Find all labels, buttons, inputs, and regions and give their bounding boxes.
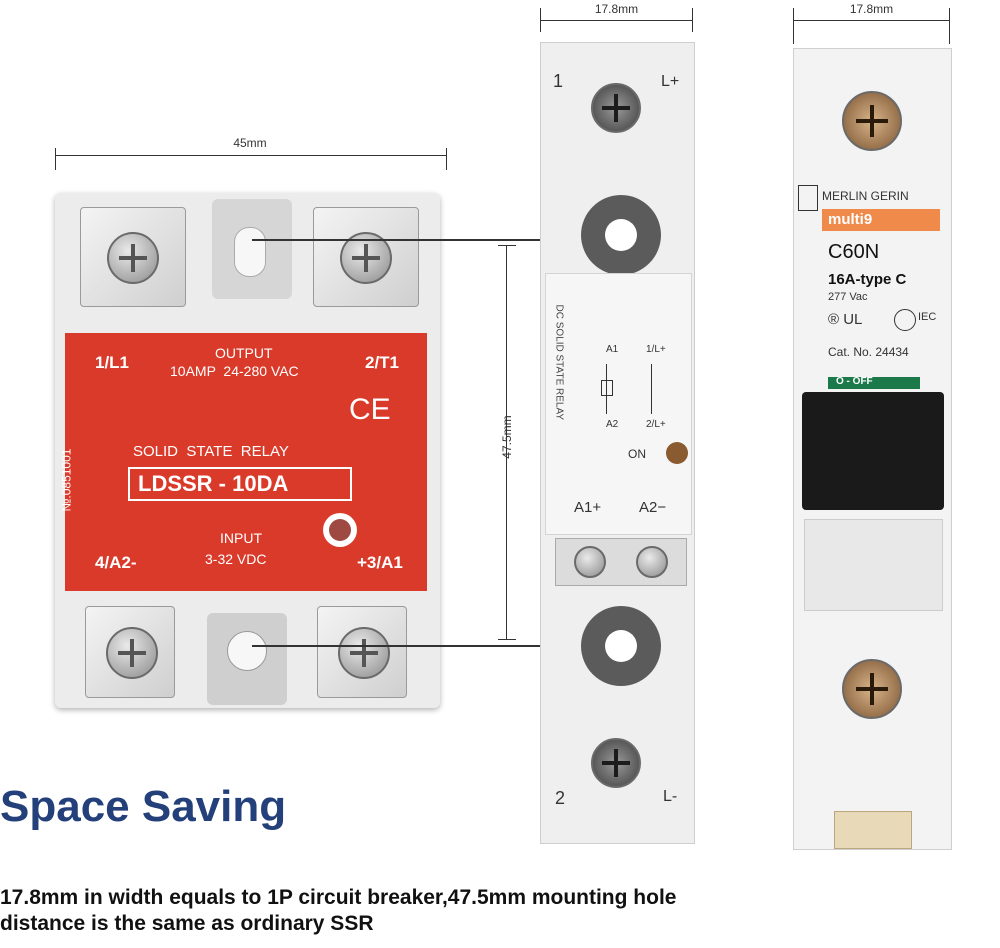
ul-cert-icon: ® UL — [828, 311, 863, 328]
mount-slot-bottom — [207, 613, 287, 705]
din-width-dimension: 17.8mm — [540, 0, 693, 32]
ssr-indicator-led — [323, 513, 357, 547]
merlin-gerin-logo — [798, 185, 818, 211]
breaker-model: C60N — [828, 241, 880, 263]
breaker-series: multi9 — [828, 211, 873, 228]
caption-line-1: 17.8mm in width equals to 1P circuit bre… — [0, 886, 677, 909]
ssr-label-panel: 1/L1 OUTPUT 10AMP 24-280 VAC 2/T1 CE №.0… — [59, 333, 427, 591]
screw-icon — [842, 659, 902, 719]
breaker-state-window: O - OFF — [828, 376, 920, 389]
din-top-left-label: 1 — [553, 71, 564, 91]
din-a2-minus-label: A2− — [639, 499, 667, 516]
ssr-module: 1/L1 OUTPUT 10AMP 24-280 VAC 2/T1 CE №.0… — [55, 193, 440, 708]
screw-icon — [636, 546, 668, 578]
breaker-rating: 16A-type C — [828, 271, 907, 288]
din-control-terminals — [555, 538, 687, 586]
din-relay-module: 1 L+ DC SOLID STATE RELAY A1 1/L+ A2 2/L… — [540, 42, 695, 844]
din-side-label: DC SOLID STATE RELAY — [553, 304, 565, 421]
din-clip — [834, 811, 912, 849]
ssr-input-title: INPUT — [220, 530, 262, 546]
breaker-lower-body — [804, 519, 943, 611]
din-width-label: 17.8mm — [594, 2, 639, 16]
terminal-top-right — [313, 207, 419, 307]
din-face-panel: DC SOLID STATE RELAY A1 1/L+ A2 2/L+ ON … — [545, 273, 692, 535]
screw-icon — [338, 627, 390, 679]
ssr-relay-type: SOLID STATE RELAY — [133, 443, 289, 460]
terminal-top-left — [80, 207, 186, 307]
din-a2-label: A2 — [606, 419, 619, 430]
din-schematic-input — [601, 364, 623, 414]
din-a1-plus-label: A1+ — [574, 499, 602, 516]
screw-icon — [106, 627, 158, 679]
screw-icon — [107, 232, 159, 284]
din-on-label: ON — [628, 447, 646, 461]
ssr-model-box: LDSSR - 10DA — [128, 467, 352, 501]
din-schematic-output — [651, 364, 668, 414]
ssr-top-left-terminal-label: 1/L1 — [95, 353, 130, 372]
breaker-toggle-lever[interactable] — [802, 392, 944, 510]
breaker-module: MERLIN GERIN multi9 C60N 16A-type C 277 … — [793, 48, 952, 850]
hole-distance-label: 47.5mm — [500, 415, 514, 459]
csa-cert-icon — [894, 309, 916, 331]
bottom-hole-alignment-line — [252, 645, 612, 647]
breaker-brand: MERLIN GERIN — [822, 189, 909, 203]
breaker-state: O - OFF — [836, 376, 873, 387]
ssr-serial: №.0851001 — [59, 448, 74, 512]
screw-icon — [591, 83, 641, 133]
din-bottom-left-label: 2 — [555, 788, 566, 808]
screw-icon — [574, 546, 606, 578]
headline: Space Saving — [0, 782, 287, 831]
mount-slot-top — [212, 199, 292, 299]
din-l-plus-label: 1/L+ — [646, 344, 666, 355]
ce-mark-icon: CE — [349, 393, 391, 426]
din-on-led — [666, 442, 688, 464]
din-a1-label: A1 — [606, 344, 619, 355]
ssr-model: LDSSR - 10DA — [138, 471, 289, 496]
ssr-input-spec: 3-32 VDC — [205, 551, 267, 567]
terminal-bottom-right — [317, 606, 407, 698]
breaker-series-badge: multi9 — [822, 209, 940, 231]
hole-distance-dimension: 47.5mm — [492, 245, 522, 640]
breaker-voltage: 277 Vac — [828, 291, 868, 303]
mcb-width-label: 17.8mm — [849, 2, 894, 16]
top-mounting-hole — [581, 195, 661, 275]
ssr-width-label: 45mm — [233, 136, 267, 150]
din-l-minus-label: 2/L+ — [646, 419, 666, 430]
mcb-width-dimension: 17.8mm — [793, 0, 950, 44]
screw-icon — [842, 91, 902, 151]
caption-line-2: distance is the same as ordinary SSR — [0, 912, 374, 935]
ssr-top-right-terminal-label: 2/T1 — [365, 353, 400, 372]
ssr-bottom-right-terminal-label: +3/A1 — [357, 553, 403, 572]
din-bottom-right-label: L- — [663, 788, 678, 805]
ssr-bottom-left-terminal-label: 4/A2- — [95, 553, 137, 572]
ssr-output-spec: 10AMP 24-280 VAC — [170, 363, 299, 379]
din-top-right-label: L+ — [661, 73, 680, 90]
breaker-cat-no: Cat. No. 24434 — [828, 345, 909, 359]
top-hole-alignment-line — [252, 239, 612, 241]
terminal-bottom-left — [85, 606, 175, 698]
ssr-width-dimension: 45mm — [55, 136, 447, 170]
ssr-output-title: OUTPUT — [215, 345, 273, 361]
screw-icon — [591, 738, 641, 788]
breaker-cert-iec: IEC — [918, 311, 937, 323]
bottom-mounting-hole — [581, 606, 661, 686]
